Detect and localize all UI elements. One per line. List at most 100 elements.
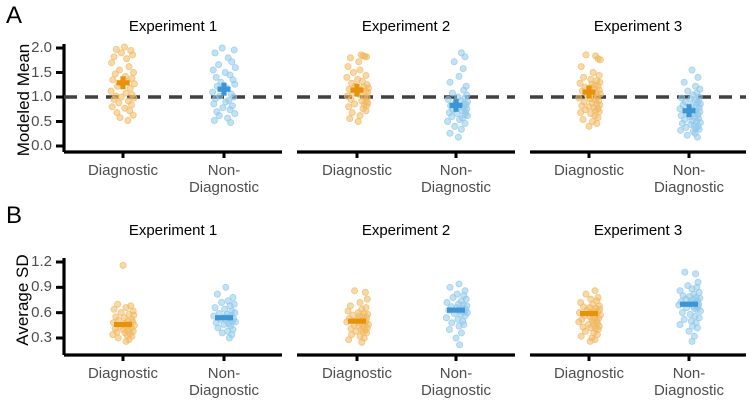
y-tick-label: 1.2 [31, 253, 52, 270]
data-point [345, 336, 353, 344]
category-label-line: Diagnostic [321, 365, 393, 382]
data-point [582, 290, 590, 298]
data-point [218, 299, 226, 307]
data-point [110, 95, 118, 103]
data-point [446, 78, 454, 86]
data-point [117, 93, 125, 101]
data-point [354, 118, 362, 126]
y-tick-label: 0.6 [31, 303, 52, 321]
data-point [213, 290, 221, 298]
data-point [231, 110, 239, 118]
category-label: Diagnostic [297, 365, 417, 382]
data-point [115, 99, 123, 107]
data-point [580, 73, 588, 81]
data-point [457, 329, 465, 337]
category-label-line: Diagnostic [653, 382, 725, 400]
data-point [442, 314, 450, 322]
data-point [231, 64, 239, 72]
data-point [229, 293, 237, 301]
facet-title: Experiment 1 [128, 18, 218, 35]
data-point [589, 69, 597, 77]
data-point [215, 61, 223, 69]
data-point [110, 305, 118, 313]
data-point [351, 287, 359, 295]
data-point [227, 118, 235, 126]
category-label: Non-Diagnostic [164, 365, 284, 400]
data-point [107, 87, 115, 95]
category-label-line: Non- [207, 162, 241, 179]
data-point [576, 79, 584, 87]
data-point [688, 337, 696, 345]
data-point [111, 70, 119, 78]
data-point [355, 58, 363, 66]
data-point [591, 287, 599, 295]
data-point [215, 112, 223, 120]
data-point [693, 133, 701, 141]
data-point [446, 283, 454, 291]
category-label: Non-Diagnostic [629, 365, 749, 400]
category-label: Diagnostic [63, 365, 183, 382]
facet-title: Experiment 2 [361, 18, 451, 35]
data-point [119, 261, 127, 269]
data-point [676, 287, 684, 295]
data-point [231, 318, 239, 326]
data-point [219, 104, 227, 112]
category-label: Non-Diagnostic [396, 162, 516, 197]
facet-title: Experiment 2 [361, 222, 451, 239]
mean-marker [580, 310, 598, 317]
data-point [593, 119, 601, 127]
category-label: Non-Diagnostic [629, 162, 749, 197]
data-point [681, 268, 689, 276]
data-point [582, 51, 590, 59]
category-label: Diagnostic [529, 162, 649, 179]
category-label-line: Non- [207, 365, 241, 382]
category-label-line: Diagnostic [87, 162, 159, 179]
data-point [696, 307, 704, 315]
category-label-line: Diagnostic [653, 179, 725, 197]
y-tick-label: 0.9 [31, 278, 52, 296]
y-tick-label: 0.3 [31, 329, 52, 346]
data-point [346, 115, 354, 123]
data-point [351, 100, 359, 108]
data-point [356, 66, 364, 74]
category-label-line: Diagnostic [188, 179, 260, 197]
data-point [444, 118, 452, 126]
data-point [210, 117, 218, 125]
y-tick-label: 1.0 [31, 88, 52, 105]
data-point [451, 122, 459, 130]
data-point [346, 54, 354, 62]
data-point [115, 66, 123, 74]
category-label-line: Non- [439, 365, 473, 382]
data-point [129, 111, 137, 119]
data-point [581, 327, 589, 335]
data-point [680, 315, 688, 323]
category-label-line: Non- [672, 365, 706, 382]
panel-letter-a: A [6, 2, 23, 29]
data-point [363, 53, 371, 61]
data-point [348, 109, 356, 117]
category-label: Diagnostic [63, 162, 183, 179]
data-point [677, 126, 685, 134]
data-point [685, 327, 693, 335]
data-point [594, 114, 602, 122]
category-label-line: Diagnostic [87, 365, 159, 382]
data-point [448, 89, 456, 97]
data-point [121, 43, 129, 51]
data-point [218, 44, 226, 52]
data-point [692, 270, 700, 278]
data-point [575, 94, 583, 102]
data-point [116, 114, 124, 122]
data-point [114, 300, 122, 308]
category-label-line: Diagnostic [420, 179, 492, 197]
data-point [454, 133, 462, 141]
data-point [452, 334, 460, 342]
data-point [118, 49, 126, 57]
data-point [220, 320, 228, 328]
data-point [577, 109, 585, 117]
data-point [461, 53, 469, 61]
data-point [575, 318, 583, 326]
data-point [577, 63, 585, 71]
data-point [345, 103, 353, 111]
data-point [356, 299, 364, 307]
